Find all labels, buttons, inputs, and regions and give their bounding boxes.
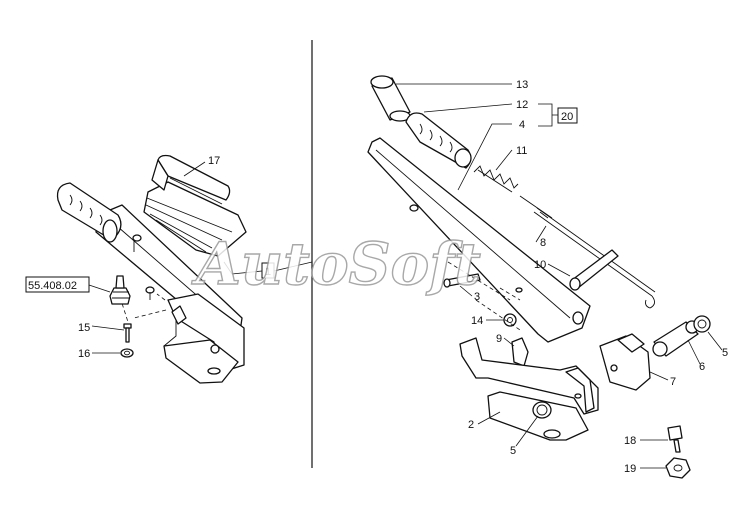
callout-3: 3: [474, 291, 480, 303]
callout-19: 19: [624, 463, 636, 475]
bushing-13: [370, 75, 411, 122]
rod-8: [533, 207, 656, 309]
callout-9: 9: [496, 333, 502, 345]
callout-1: 1: [265, 266, 271, 278]
callout-13: 13: [516, 79, 528, 91]
leader-ref: [88, 284, 111, 293]
leader-17: [183, 161, 206, 177]
nut-16: [120, 348, 134, 358]
callout-14: 14: [471, 315, 483, 327]
callout-5-upper: 5: [722, 347, 728, 359]
grip-12: [405, 112, 472, 169]
bolt-15: [123, 323, 132, 343]
reference-label: 55.408.02: [28, 280, 77, 292]
leader-9: [503, 337, 515, 347]
alignment-lines-left: [119, 293, 167, 323]
leader-5-upper: [707, 331, 723, 351]
leader-6: [687, 339, 701, 365]
callout-4: 4: [519, 119, 525, 131]
pin-6: [652, 320, 699, 357]
rubber-boot: [143, 154, 247, 257]
leader-15: [91, 325, 125, 331]
bracket-20: [538, 103, 558, 127]
block-7: [599, 333, 651, 391]
callout-6: 6: [699, 361, 705, 373]
base-bracket-2: [459, 337, 599, 441]
brake-switch: [109, 275, 131, 305]
leader-4: [457, 123, 512, 191]
callout-18: 18: [624, 435, 636, 447]
reference-box: [25, 276, 90, 293]
callout-11: 11: [516, 145, 527, 157]
lever-base-bracket: [163, 293, 245, 384]
callout-5-lower: 5: [510, 445, 516, 457]
callout-12: 12: [516, 99, 528, 111]
group-box: [557, 107, 578, 124]
leader-10: [547, 263, 571, 277]
washer-5-upper: [693, 315, 711, 333]
pin-3: [443, 273, 481, 288]
callout-7: 7: [670, 376, 676, 388]
leader-12: [423, 103, 513, 113]
alignment-lines-right: [447, 261, 521, 331]
cam-plate-9: [511, 337, 529, 367]
leader-3: [459, 285, 473, 297]
leader-11: [495, 149, 513, 171]
pin-10: [569, 249, 619, 291]
group-label: 20: [561, 111, 573, 123]
callout-1-box: [261, 262, 275, 279]
lever-arm-right: [367, 137, 591, 343]
leader-7: [649, 371, 669, 381]
leader-5-lower: [515, 415, 539, 447]
leader-8: [535, 225, 547, 243]
leader-2: [477, 411, 501, 425]
callout-16: 16: [78, 348, 90, 360]
watermark-text: AutoSoft: [191, 230, 481, 298]
nut-19: [665, 457, 691, 479]
leader-1-cross: [273, 261, 313, 272]
callout-10: 10: [534, 259, 546, 271]
washer-14: [503, 313, 517, 327]
callout-17: 17: [208, 155, 220, 167]
lever-grip: [56, 182, 122, 243]
right-assembly: [367, 75, 723, 479]
left-assembly: [56, 154, 313, 384]
leader-1: [223, 261, 263, 275]
callout-8: 8: [540, 237, 546, 249]
bolt-18: [667, 425, 683, 453]
callout-2: 2: [468, 419, 474, 431]
callout-15: 15: [78, 322, 90, 334]
